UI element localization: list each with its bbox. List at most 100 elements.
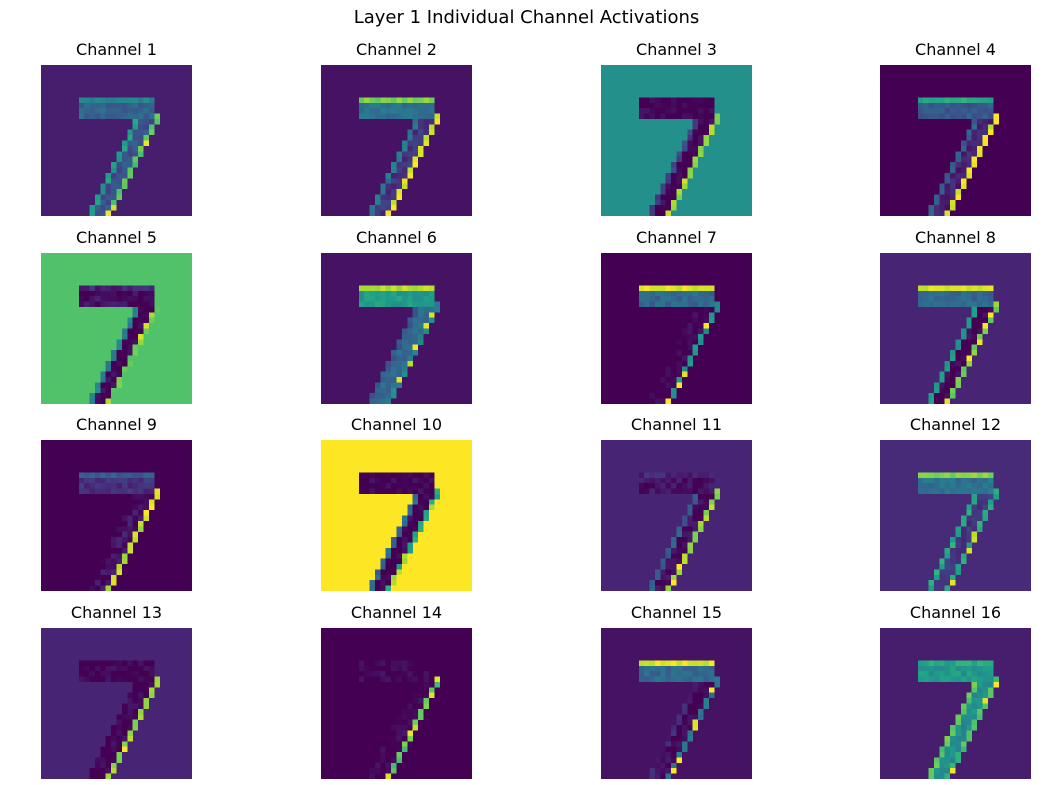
heatmap-cell bbox=[687, 472, 693, 478]
heatmap-cell bbox=[950, 768, 956, 774]
heatmap-cell bbox=[116, 483, 123, 489]
heatmap-cell bbox=[94, 762, 101, 769]
heatmap-cell bbox=[960, 151, 967, 157]
heatmap-cell bbox=[116, 558, 123, 565]
heatmap-cell bbox=[939, 371, 945, 378]
heatmap-cell bbox=[380, 290, 386, 297]
heatmap-cell bbox=[703, 671, 709, 677]
heatmap-cell bbox=[950, 301, 956, 308]
heatmap-cell bbox=[143, 108, 149, 114]
heatmap-cell bbox=[692, 108, 699, 114]
heatmap-cell bbox=[698, 135, 704, 141]
heatmap-cell bbox=[374, 296, 381, 302]
heatmap-cell bbox=[143, 135, 149, 141]
heatmap-cell bbox=[665, 762, 672, 769]
heatmap-cell bbox=[703, 504, 709, 511]
heatmap-cell bbox=[385, 472, 392, 478]
heatmap-cell bbox=[105, 377, 112, 383]
heatmap-cell bbox=[100, 564, 106, 570]
heatmap-cell bbox=[100, 301, 106, 308]
heatmap-cell bbox=[407, 526, 413, 532]
heatmap-cell bbox=[396, 339, 403, 345]
heatmap-cell bbox=[94, 477, 101, 484]
heatmap-cell bbox=[971, 531, 978, 538]
heatmap-cell bbox=[681, 140, 688, 147]
heatmap-cell bbox=[412, 301, 419, 308]
heatmap-cell bbox=[708, 472, 715, 478]
heatmap-cell bbox=[132, 124, 139, 130]
heatmap-cell bbox=[944, 671, 951, 677]
heatmap-cell bbox=[423, 296, 429, 302]
activation-heatmap bbox=[41, 65, 192, 216]
heatmap-cell bbox=[148, 113, 155, 120]
heatmap-cell bbox=[977, 714, 983, 720]
heatmap-cell bbox=[971, 671, 978, 677]
heatmap-cell bbox=[358, 660, 365, 666]
heatmap-cell bbox=[971, 328, 978, 335]
heatmap-cell bbox=[111, 350, 117, 356]
heatmap-cell bbox=[692, 290, 699, 297]
heatmap-cell bbox=[396, 285, 403, 291]
heatmap-cell bbox=[116, 569, 123, 575]
heatmap-cell bbox=[698, 285, 704, 291]
heatmap-cell bbox=[687, 671, 693, 677]
heatmap-cell bbox=[960, 140, 967, 147]
heatmap-cell bbox=[401, 719, 408, 726]
heatmap-cell bbox=[687, 547, 693, 554]
heatmap-cell bbox=[407, 355, 413, 361]
heatmap-cell bbox=[358, 113, 365, 120]
heatmap-cell bbox=[671, 290, 677, 297]
heatmap-cell bbox=[966, 504, 972, 511]
heatmap-cell bbox=[987, 285, 994, 291]
heatmap-cell bbox=[950, 580, 956, 586]
heatmap-cell bbox=[671, 472, 677, 478]
heatmap-cell bbox=[121, 483, 128, 489]
heatmap-cell bbox=[966, 547, 972, 554]
heatmap-cell bbox=[121, 725, 128, 731]
heatmap-cell bbox=[676, 382, 683, 388]
heatmap-cell bbox=[687, 97, 693, 103]
heatmap-cell bbox=[960, 167, 967, 173]
heatmap-cell bbox=[939, 102, 945, 109]
heatmap-cell bbox=[977, 499, 983, 505]
heatmap-cell bbox=[698, 477, 704, 484]
heatmap-cell bbox=[418, 703, 424, 710]
heatmap-cell bbox=[401, 531, 408, 538]
heatmap-cell bbox=[94, 574, 101, 581]
heatmap-cell bbox=[698, 510, 704, 516]
heatmap-cell bbox=[950, 762, 956, 769]
heatmap-cell bbox=[105, 387, 112, 394]
heatmap-cell bbox=[121, 301, 128, 308]
heatmap-cell bbox=[971, 714, 978, 720]
heatmap-cell bbox=[665, 768, 672, 774]
heatmap-cell bbox=[374, 762, 381, 769]
heatmap-cell bbox=[374, 301, 381, 308]
heatmap-cell bbox=[971, 493, 978, 500]
heatmap-cell bbox=[401, 477, 408, 484]
heatmap-cell bbox=[708, 493, 715, 500]
heatmap-cell bbox=[971, 102, 978, 109]
heatmap-cell bbox=[928, 285, 935, 291]
heatmap-cell bbox=[401, 558, 408, 565]
heatmap-cell bbox=[708, 499, 715, 505]
heatmap-cell bbox=[944, 97, 951, 103]
heatmap-cell bbox=[127, 360, 133, 367]
heatmap-cell bbox=[676, 296, 683, 302]
heatmap-cell bbox=[665, 199, 672, 206]
heatmap-cell bbox=[132, 520, 139, 527]
heatmap-cell bbox=[654, 205, 661, 211]
heatmap-cell bbox=[78, 97, 85, 103]
heatmap-cell bbox=[100, 762, 106, 769]
heatmap-cell bbox=[977, 687, 983, 693]
heatmap-cell bbox=[660, 665, 666, 672]
channel-panel: Channel 6 bbox=[321, 228, 472, 404]
heatmap-cell bbox=[412, 665, 419, 672]
heatmap-cell bbox=[428, 665, 435, 672]
heatmap-cell bbox=[676, 189, 683, 195]
heatmap-cell bbox=[418, 323, 424, 329]
heatmap-cell bbox=[987, 671, 994, 677]
heatmap-cell bbox=[116, 564, 123, 570]
heatmap-cell bbox=[971, 317, 978, 324]
heatmap-cell bbox=[423, 135, 429, 141]
heatmap-cell bbox=[116, 526, 123, 532]
